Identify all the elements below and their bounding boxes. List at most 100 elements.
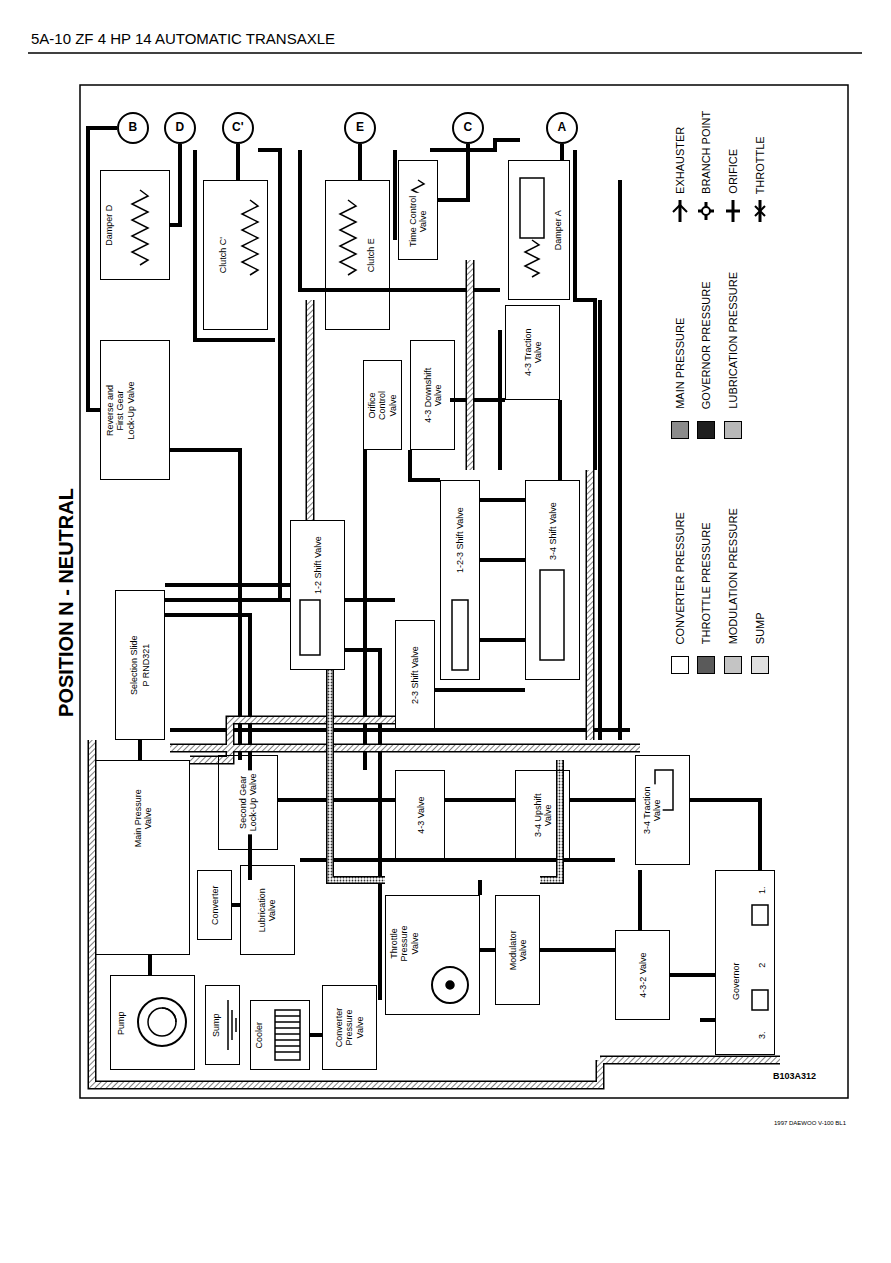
legend-swatch	[697, 656, 715, 674]
drawing-part	[275, 1010, 300, 1060]
valve-box: 1-2 Shift Valve	[290, 520, 345, 670]
drawing-part	[520, 178, 544, 238]
label-text: C	[463, 121, 474, 135]
hydraulic-line	[232, 903, 240, 907]
port-circle: B	[117, 112, 149, 144]
drawing-part	[558, 400, 562, 480]
rotated-label: 3-4 Upshift Valve	[532, 789, 553, 841]
damper-box: Damper D	[100, 170, 170, 280]
drawing-part	[330, 670, 560, 880]
drawing-part	[170, 728, 630, 732]
drawing-part	[638, 870, 642, 930]
rotated-label: Sump	[210, 1012, 220, 1038]
drawing-part	[80, 85, 848, 1098]
page-label: B103A312	[772, 1071, 817, 1081]
drawing-part	[190, 720, 395, 760]
rotated-label: Time Control Valve	[408, 193, 429, 250]
rotated-label: Pump	[116, 1010, 126, 1036]
drawing-part	[540, 570, 564, 660]
legend-text: CONVERTER PRESSURE	[674, 511, 687, 645]
port-circle: C	[452, 112, 484, 144]
rotated-label: Converter	[209, 884, 219, 926]
drawing-part	[586, 470, 595, 740]
rotated-label: Main Pressure Valve	[132, 788, 153, 850]
drawing-part	[228, 1000, 236, 1050]
legend-text: THROTTLE PRESSURE	[700, 521, 713, 645]
rotated-label: 3-4 Traction Valve	[642, 784, 663, 836]
drawing-part	[306, 300, 315, 520]
legend-text: MAIN PRESSURE	[674, 317, 687, 410]
diagram-title: POSITION N - NEUTRAL	[54, 487, 77, 718]
drawing-part	[330, 670, 385, 880]
drawing-part	[702, 207, 710, 215]
page-label: 5A-10 ZF 4 HP 14 AUTOMATIC TRANSAXLE	[30, 30, 336, 47]
valve-box: Orifice Control Valve	[363, 360, 402, 450]
drawing-part	[755, 206, 765, 216]
rotated-label: Damper A	[553, 209, 563, 251]
label-text: C'	[231, 121, 245, 135]
rotated-label: Clutch C'	[218, 236, 228, 274]
rotated-label: Throttle Pressure Valve	[389, 912, 420, 974]
legend-text: MODULATION PRESSURE	[727, 507, 740, 645]
valve-box: Main Pressure Valve	[95, 760, 190, 955]
drawing-part	[598, 300, 602, 740]
rotated-label: Converter Pressure Valve	[334, 1002, 365, 1054]
rotated-label: 3-4 Shift Valve	[547, 501, 557, 561]
label-text: E	[355, 121, 365, 135]
drawing-part	[445, 798, 515, 802]
valve-box: Modulator Valve	[495, 895, 540, 1005]
rotated-label: Clutch E	[366, 237, 376, 273]
hydraulic-line	[358, 144, 362, 180]
valve-box: 3-4 Traction Valve	[635, 755, 690, 865]
valve-box: 3-4 Shift Valve	[525, 480, 580, 680]
drawing-part	[190, 720, 395, 760]
drawing-part	[393, 150, 397, 240]
drawing-part	[330, 670, 385, 880]
drawing-part	[690, 800, 760, 870]
hydraulic-line	[138, 740, 142, 760]
drawing-part	[170, 744, 640, 753]
legend-text: EXHAUSTER	[674, 126, 687, 195]
drawing-part	[466, 260, 475, 470]
drawing-part	[92, 260, 780, 1085]
hydraulic-line	[670, 973, 715, 977]
drawing-part	[258, 150, 280, 600]
rotated-label: 4-3 Valve	[415, 795, 425, 834]
drawing-part	[165, 598, 290, 602]
valve-box: Second Gear Lock-Up Valve	[218, 755, 278, 850]
port-circle: D	[164, 112, 196, 144]
rotated-label: Reverse and First Gear Lock-Up Valve	[106, 378, 137, 442]
drawing-part	[480, 498, 525, 502]
drawing-part	[679, 200, 682, 222]
drawing-part	[726, 210, 740, 213]
drawing-part	[148, 1008, 176, 1036]
rotated-label: Lubrication Valve	[257, 881, 278, 938]
drawing-part	[478, 880, 482, 895]
drawing-part	[92, 740, 600, 1085]
legend-text: ORIFICE	[726, 148, 739, 195]
label-text: B	[128, 121, 139, 135]
legend-text: GOVERNOR PRESSURE	[700, 280, 713, 410]
rotated-label: Orifice Control Valve	[367, 382, 398, 429]
drawing-part	[300, 600, 320, 655]
hydraulic-line	[148, 955, 152, 975]
pump-box: Pump	[110, 975, 195, 1070]
drawing-part	[698, 202, 714, 220]
valve-box: Reverse and First Gear Lock-Up Valve	[100, 340, 170, 480]
rotated-label: Governor	[731, 961, 741, 1001]
drawing-part	[195, 150, 275, 340]
cooler-box: Cooler	[250, 1000, 310, 1070]
rotated-label: 4-3-2 Valve	[638, 951, 648, 998]
drawing-part	[480, 638, 525, 642]
drawing-part	[446, 981, 454, 989]
drawing-part	[575, 150, 595, 470]
callout-number: 3.	[757, 1030, 767, 1040]
drawing-part	[587, 470, 593, 740]
clutch-box: Clutch E	[325, 180, 390, 330]
legend-text: LUBRICATION PRESSURE	[727, 271, 740, 410]
drawing-part	[165, 140, 760, 1020]
drawing-part	[132, 178, 768, 1060]
rotated-label: Modulator Valve	[507, 924, 528, 976]
drawing-part	[92, 740, 600, 1085]
